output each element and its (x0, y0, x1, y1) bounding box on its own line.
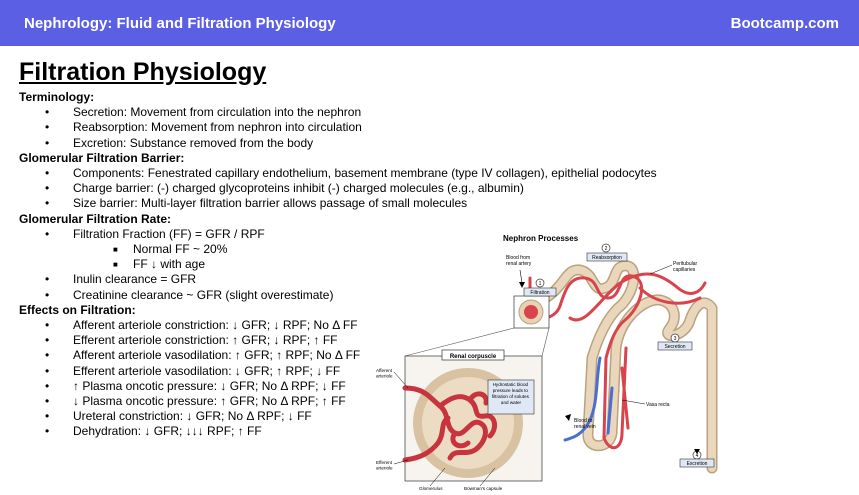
list-item-text: ↓ Plasma oncotic pressure: ↑ GFR; No Δ R… (73, 394, 346, 409)
section-title: Terminology: (19, 90, 95, 104)
secretion-label-box (657, 341, 693, 351)
list-item-text: Components: Fenestrated capillary endoth… (73, 166, 657, 181)
renal-corpuscle-panel: Renal corpuscle Hydrostatic blood pressu… (402, 349, 543, 482)
list-item: Components: Fenestrated capillary endoth… (19, 166, 699, 181)
list-item-text: Secretion: Movement from circulation int… (73, 105, 362, 120)
step-1-marker (535, 278, 545, 288)
section-title: Effects on Filtration: (19, 302, 136, 317)
list-item-text: Inulin clearance = GFR (73, 272, 197, 287)
secretion-label: Secretion (664, 344, 685, 350)
vasa-recta-label: Vasa recta (646, 402, 670, 408)
sub-list-item: FF ↓ with age (19, 257, 699, 272)
list-item: Creatinine clearance ~ GFR (slight overe… (19, 288, 699, 303)
svg-text:2: 2 (605, 246, 608, 252)
efferent-label: Efferent arteriole (376, 460, 393, 471)
list-item: Filtration Fraction (FF) = GFR / RPF (19, 227, 699, 242)
list-item: Afferent arteriole vasodilation: ↑ GFR; … (19, 348, 699, 363)
header-bar: Nephrology: Fluid and Filtration Physiol… (0, 0, 859, 46)
list-item-text: Creatinine clearance ~ GFR (slight overe… (73, 287, 334, 302)
bullet-list: Secretion: Movement from circulation int… (19, 105, 699, 151)
brand-name: Bootcamp.com (730, 14, 839, 32)
page-title: Filtration Physiology (19, 58, 267, 86)
list-item: Efferent arteriole vasodilation: ↓ GFR; … (19, 364, 699, 379)
list-item-text: Excretion: Substance removed from the bo… (73, 135, 314, 150)
list-item-text: ↑ Plasma oncotic pressure: ↓ GFR; No Δ R… (73, 378, 346, 393)
list-item: Dehydration: ↓ GFR; ↓↓↓ RPF; ↑ FF (19, 424, 699, 439)
list-item-text: Size barrier: Multi-layer filtration bar… (73, 196, 468, 211)
list-item: Excretion: Substance removed from the bo… (19, 136, 699, 151)
bowmans-capsule-label: Bowman's capsule (464, 486, 503, 491)
step-2-marker (601, 243, 611, 253)
list-item: Ureteral constriction: ↓ GFR; No Δ RPF; … (19, 409, 699, 424)
list-item-text: Efferent arteriole constriction: ↑ GFR; … (73, 333, 338, 348)
list-item: ↑ Plasma oncotic pressure: ↓ GFR; No Δ R… (19, 379, 699, 394)
hydrostatic-note: Hydrostatic blood pressure leads to filt… (492, 382, 530, 405)
list-item-text: Reabsorption: Movement from nephron into… (73, 120, 362, 135)
list-item-text: Dehydration: ↓ GFR; ↓↓↓ RPF; ↑ FF (73, 424, 262, 439)
hydrostatic-note-box (487, 379, 535, 415)
svg-text:1: 1 (539, 281, 542, 287)
glomerulus-label: Glomerulus (419, 486, 443, 491)
section-title: Glomerular Filtration Barrier: (19, 150, 185, 165)
small-glomerulus (524, 305, 538, 319)
nephron-diagram: Nephron Processes Blood from renal arter… (376, 234, 718, 491)
afferent-label: Afferent arteriole (376, 368, 393, 379)
list-item-text: Afferent arteriole constriction: ↓ GFR; … (73, 318, 358, 333)
blood-from-artery-label: Blood from renal artery (506, 255, 532, 267)
zoom-line (541, 327, 550, 357)
zoom-line (404, 327, 515, 357)
glomerulus-capillaries (402, 385, 498, 463)
excretion-label: Excretion (687, 461, 708, 467)
list-item-text: Afferent arteriole vasodilation: ↑ GFR; … (73, 348, 361, 363)
svg-text:3: 3 (674, 336, 677, 342)
list-item-text: Efferent arteriole vasodilation: ↓ GFR; … (73, 363, 341, 378)
peritubular-label: Peritubular capillaries (673, 261, 699, 273)
list-item: Size barrier: Multi-layer filtration bar… (19, 196, 699, 211)
excretion-label-box (679, 458, 715, 468)
bullet-list: Filtration Fraction (FF) = GFR / RPFNorm… (19, 227, 699, 303)
diagram-title: Nephron Processes (503, 234, 579, 243)
list-item: Reabsorption: Movement from nephron into… (19, 120, 699, 135)
bullet-list: Afferent arteriole constriction: ↓ GFR; … (19, 318, 699, 440)
blood-to-vein-label: Blood to renal vein (574, 418, 596, 430)
peritubular-capillaries (528, 272, 707, 449)
list-item-text: Ureteral constriction: ↓ GFR; No Δ RPF; … (73, 409, 312, 424)
svg-text:4: 4 (696, 453, 699, 459)
section-title: Glomerular Filtration Rate: (19, 211, 172, 226)
list-item: Inulin clearance = GFR (19, 272, 699, 287)
list-item-text: Filtration Fraction (FF) = GFR / RPF (73, 226, 265, 241)
filtration-label-box (523, 287, 557, 297)
vein-vessel (563, 356, 614, 442)
header-title: Nephrology: Fluid and Filtration Physiol… (24, 14, 336, 32)
renal-corpuscle-title: Renal corpuscle (450, 354, 497, 360)
notes-content: Terminology:Secretion: Movement from cir… (19, 90, 699, 440)
reabsorption-label: Reabsorption (592, 255, 622, 261)
filtration-label: Filtration (530, 290, 549, 296)
list-item: Efferent arteriole constriction: ↑ GFR; … (19, 333, 699, 348)
list-item: Afferent arteriole constriction: ↓ GFR; … (19, 318, 699, 333)
bullet-list: Components: Fenestrated capillary endoth… (19, 166, 699, 212)
sub-list-item: Normal FF ~ 20% (19, 242, 699, 257)
list-item: ↓ Plasma oncotic pressure: ↑ GFR; No Δ R… (19, 394, 699, 409)
sub-bullet-list: Normal FF ~ 20%FF ↓ with age (19, 242, 699, 273)
list-item: Charge barrier: (-) charged glycoprotein… (19, 181, 699, 196)
list-item: Secretion: Movement from circulation int… (19, 105, 699, 120)
reabsorption-label-box (586, 252, 628, 262)
list-item-text: Charge barrier: (-) charged glycoprotein… (73, 181, 524, 196)
nephron-tubule (536, 260, 718, 474)
